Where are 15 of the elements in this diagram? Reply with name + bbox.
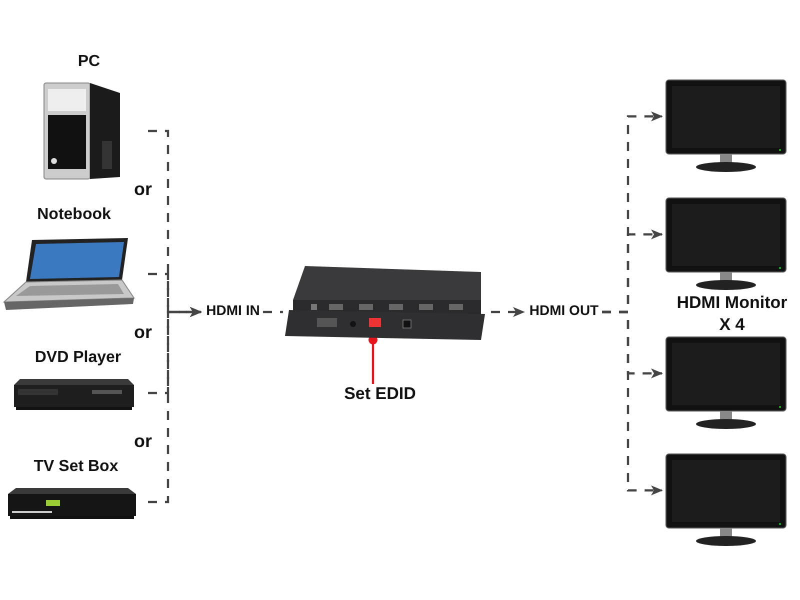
- or-label: or: [133, 321, 153, 343]
- device-label: PC: [76, 53, 102, 71]
- device-label: HDMI IN: [205, 302, 261, 318]
- device-label: HDMI OUT: [528, 302, 600, 318]
- or-label: or: [133, 430, 153, 452]
- or-label: or: [133, 178, 153, 200]
- monitor-caption: HDMI Monitor X 4: [676, 292, 788, 336]
- device-label: Notebook: [36, 206, 112, 224]
- arrow: [148, 307, 202, 504]
- leader-line: [368, 336, 378, 384]
- device-label: Set EDID: [343, 384, 417, 404]
- arrow: [602, 310, 663, 496]
- device-label: DVD Player: [34, 349, 122, 367]
- device-label: TV Set Box: [32, 458, 120, 476]
- arrow: [491, 307, 525, 317]
